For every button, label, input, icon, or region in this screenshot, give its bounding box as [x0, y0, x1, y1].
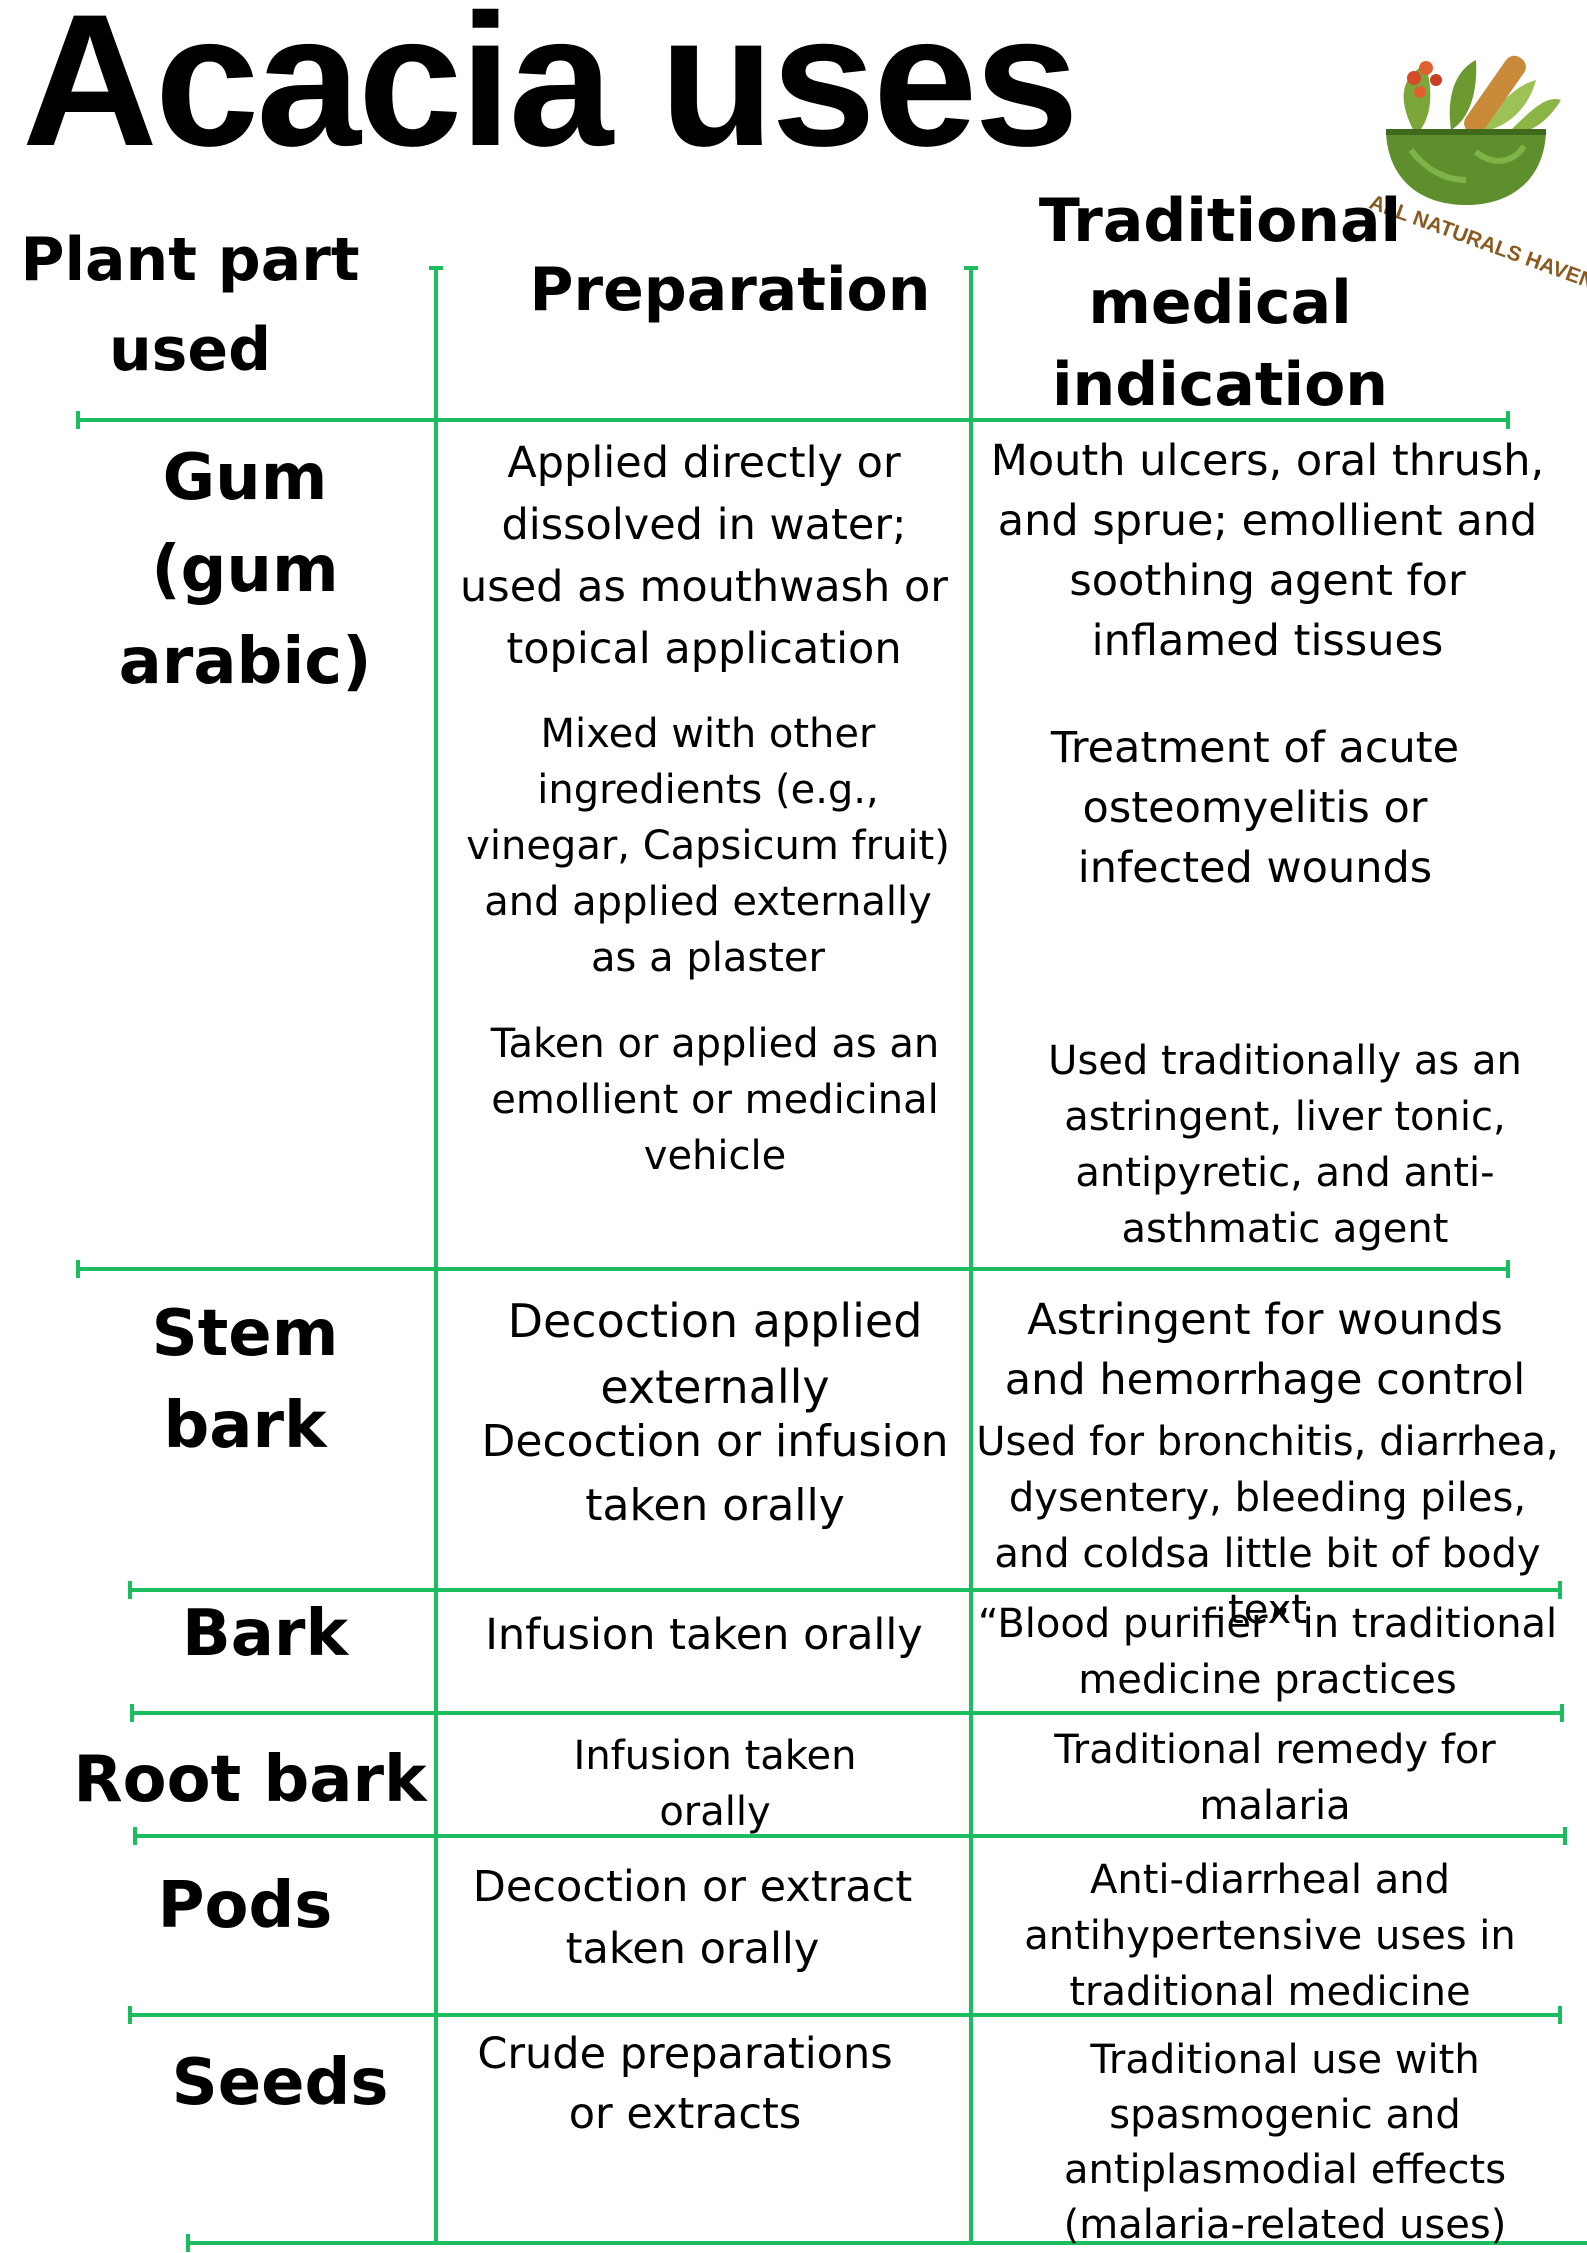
header-plant-part: Plant part used — [20, 225, 360, 385]
header-preparation: Preparation — [529, 255, 931, 325]
mortar-herbs-icon — [1386, 55, 1561, 205]
indication-cell: Traditional remedy for malaria — [1054, 1727, 1496, 1829]
grid-cap — [429, 266, 443, 270]
preparation-cell: Decoction or infusion taken orally — [481, 1416, 949, 1531]
grid-line-row-1 — [76, 1260, 1510, 1278]
preparation-cell: Applied directly or dissolved in water; … — [460, 438, 948, 674]
preparation-cell: Crude preparations or extracts — [477, 2029, 893, 2139]
plant-part-root-bark: Root bark — [73, 1743, 427, 1817]
plant-part-gum: Gum (gum arabic) — [118, 441, 372, 699]
preparation-cell: Taken or applied as an emollient or medi… — [490, 1021, 940, 1179]
preparation-cell: Mixed with other ingredients (e.g., vine… — [466, 711, 950, 981]
grid-line-bottom — [186, 2234, 1587, 2252]
grid-line-row-4 — [133, 1827, 1567, 1845]
page-title: Acacia uses — [22, 0, 1079, 185]
plant-part-bark: Bark — [181, 1597, 349, 1671]
grid-line-row-2 — [128, 1581, 1562, 1599]
header-indication: Traditional medical indication — [1038, 186, 1402, 420]
grid-cap — [964, 266, 978, 270]
indication-cell: Used traditionally as an astringent, liv… — [1048, 1038, 1522, 1252]
indication-cell: Anti-diarrheal and antihypertensive uses… — [1024, 1857, 1516, 2015]
indication-cell: Astringent for wounds and hemorrhage con… — [1004, 1295, 1526, 1405]
plant-part-pods: Pods — [157, 1869, 333, 1943]
plant-part-stem-bark: Stem bark — [151, 1297, 339, 1463]
indication-cell: Treatment of acute osteomyelitis or infe… — [1050, 723, 1460, 893]
preparation-cell: Infusion taken orally — [573, 1733, 857, 1835]
grid-line-header — [76, 411, 1510, 429]
grid-line-row-5 — [128, 2006, 1562, 2024]
indication-cell: Used for bronchitis, diarrhea, dysentery… — [976, 1419, 1559, 1633]
brand-logo — [1356, 40, 1576, 240]
preparation-cell: Decoction applied externally — [507, 1294, 923, 1414]
grid-line-row-3 — [130, 1704, 1564, 1722]
indication-cell: “Blood purifier” in traditional medicine… — [977, 1601, 1558, 1703]
preparation-cell: Infusion taken orally — [485, 1610, 923, 1660]
grid-line-vertical-2 — [969, 266, 973, 2245]
plant-part-seeds: Seeds — [171, 2046, 389, 2120]
preparation-cell: Decoction or extract taken orally — [472, 1862, 913, 1974]
indication-cell: Traditional use with spasmogenic and ant… — [1063, 2037, 1507, 2248]
indication-cell: Mouth ulcers, oral thrush, and sprue; em… — [990, 436, 1545, 666]
grid-line-vertical-1 — [434, 266, 438, 2245]
